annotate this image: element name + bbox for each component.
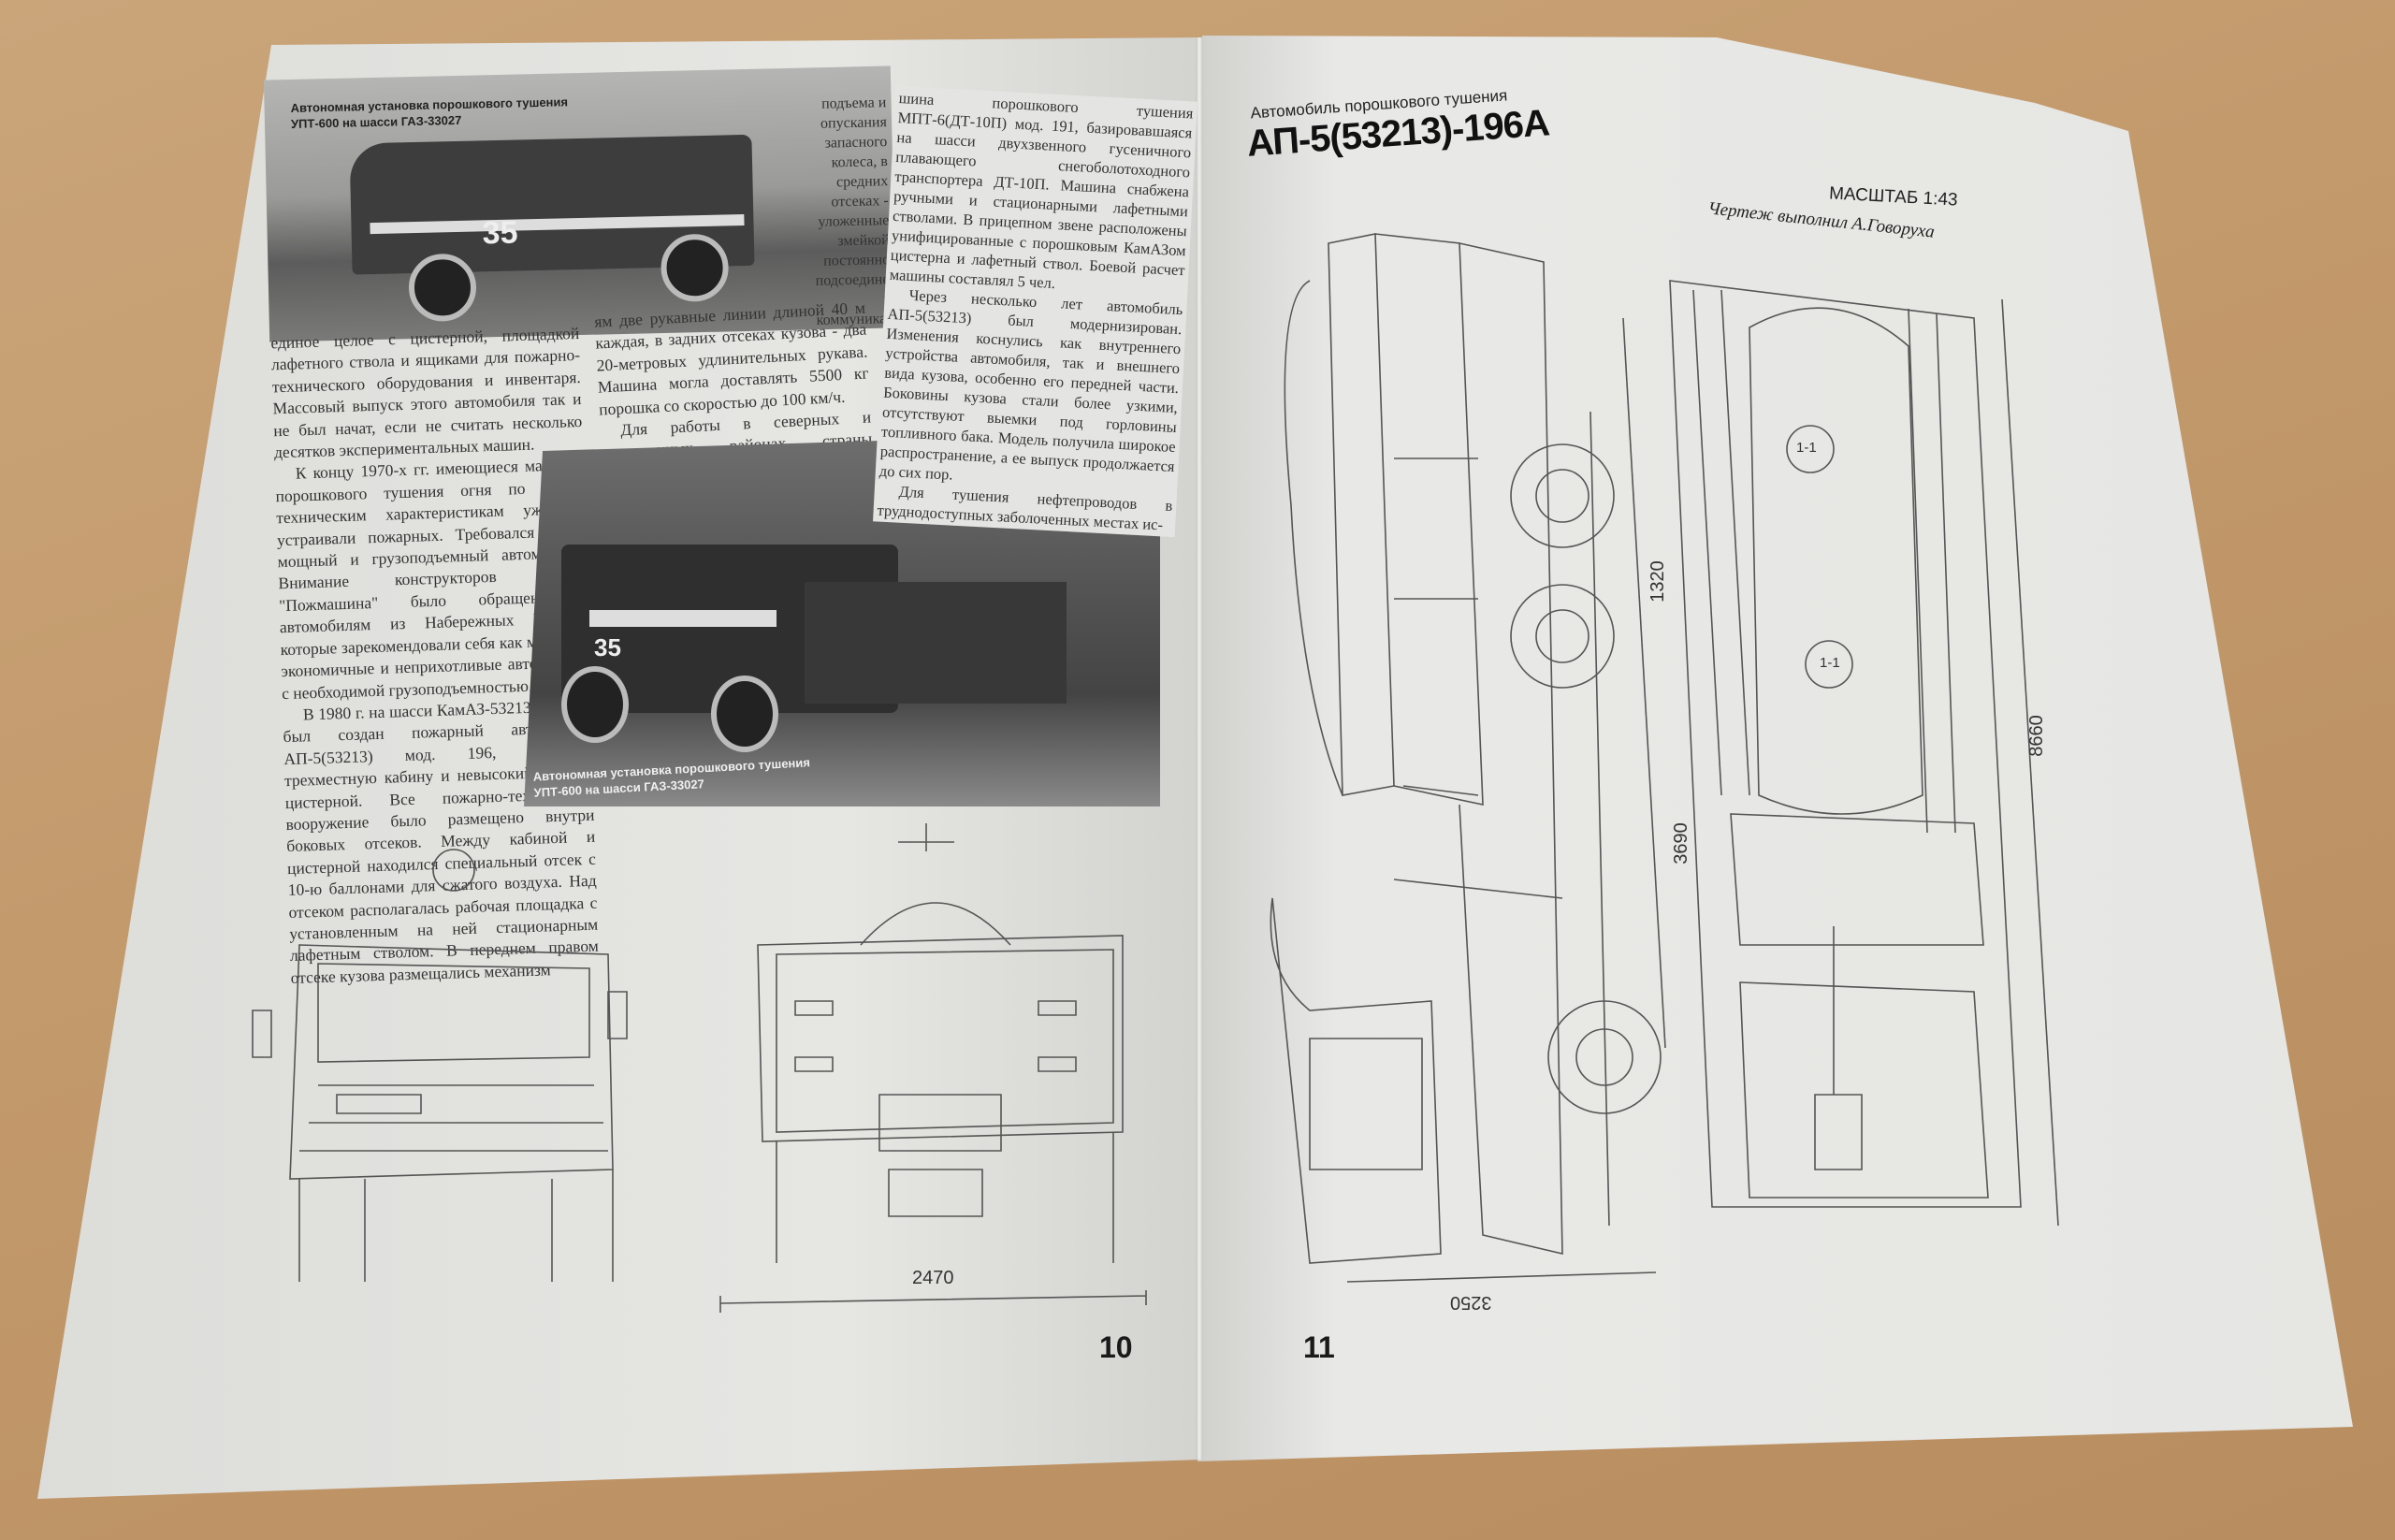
dimension-8660: 8660 bbox=[2025, 715, 2047, 757]
label-1-1: 1-1 bbox=[1820, 655, 1840, 671]
paragraph: Через несколько лет автомобиль АП-5(5321… bbox=[878, 285, 1183, 484]
width-dimension-label: 2470 bbox=[912, 1268, 954, 1288]
magazine-spine bbox=[1196, 37, 1203, 1460]
label-1-1: 1-1 bbox=[1796, 440, 1817, 456]
paragraph: единое целое с цистерной, площадкой лафе… bbox=[270, 323, 583, 462]
paragraph: шина порошкового тушения МПТ-6(ДТ-10П) м… bbox=[889, 89, 1194, 293]
rear-view-drawing bbox=[757, 823, 1124, 1263]
dimension-3250: 3250 bbox=[1450, 1292, 1492, 1313]
vehicle-number: 35 bbox=[594, 633, 621, 661]
side-view-drawing bbox=[1270, 233, 1666, 1283]
paragraph: ям две рукавные линии длиной 40 м каждая… bbox=[593, 298, 870, 419]
bottom-photo: 35 Автономная установка порошкового туше… bbox=[524, 432, 1160, 806]
narrow-column-text: подъема и опускания запасного колеса, в … bbox=[815, 94, 922, 328]
vehicle-number: 35 bbox=[482, 214, 518, 252]
photo-caption: Автономная установка порошкового тушения… bbox=[532, 754, 811, 800]
page-number-left: 10 bbox=[1099, 1330, 1133, 1364]
front-view-drawing bbox=[252, 849, 628, 1282]
top-view-drawing bbox=[1669, 280, 2059, 1227]
page-number-right: 11 bbox=[1303, 1330, 1335, 1364]
right-column: шина порошкового тушения МПТ-6(ДТ-10П) м… bbox=[873, 85, 1198, 538]
width-dimension-line bbox=[719, 1290, 1147, 1313]
photo-caption: Автономная установка порошкового тушения… bbox=[290, 94, 568, 132]
